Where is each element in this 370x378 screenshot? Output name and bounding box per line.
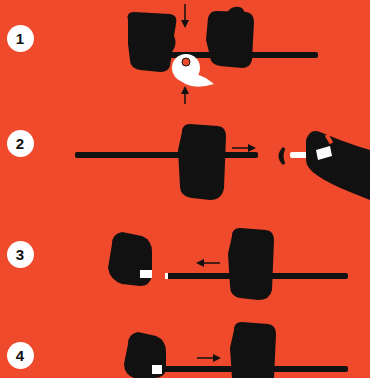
callout-number: 1 [16,31,24,46]
callout-number: 3 [16,247,24,262]
step-number-circle: 2 [7,130,34,157]
fitting [140,270,152,278]
step-4-illustration [124,322,348,378]
gloved-hand [306,131,370,200]
pipe-end [165,273,168,279]
pipe-cutter-handle [176,74,214,87]
callout-number: 4 [16,348,24,363]
gloved-hand [128,12,177,72]
arrow-line [197,357,215,359]
pipe [75,152,258,158]
step-2-illustration [75,124,370,200]
step-1-illustration [128,4,318,104]
arrow-head [196,259,204,267]
gloved-hand [206,11,254,68]
arrow-head [213,354,221,362]
arrow-head [181,86,189,94]
arrow-line [202,262,220,264]
gloved-hand [228,228,274,300]
gloved-hand [178,124,226,200]
arrow-head [181,20,189,28]
cutter-wheel [182,58,190,66]
step-number-circle: 3 [7,241,34,268]
arrow-line [232,147,250,149]
callout-number: 2 [16,136,24,151]
step-number-circle: 1 [7,25,34,52]
step-number-circle: 4 [7,342,34,369]
glove-highlight [316,146,332,160]
arrow-head [248,144,256,152]
gloved-fist [108,232,152,286]
fitting [152,365,162,374]
step-3-illustration [108,228,348,300]
deburring-tool [280,148,284,164]
glove-highlight [325,134,333,145]
thumb [226,7,246,14]
gloved-fist [124,332,166,378]
arrow-line [184,4,186,22]
gloved-hand [230,322,276,378]
